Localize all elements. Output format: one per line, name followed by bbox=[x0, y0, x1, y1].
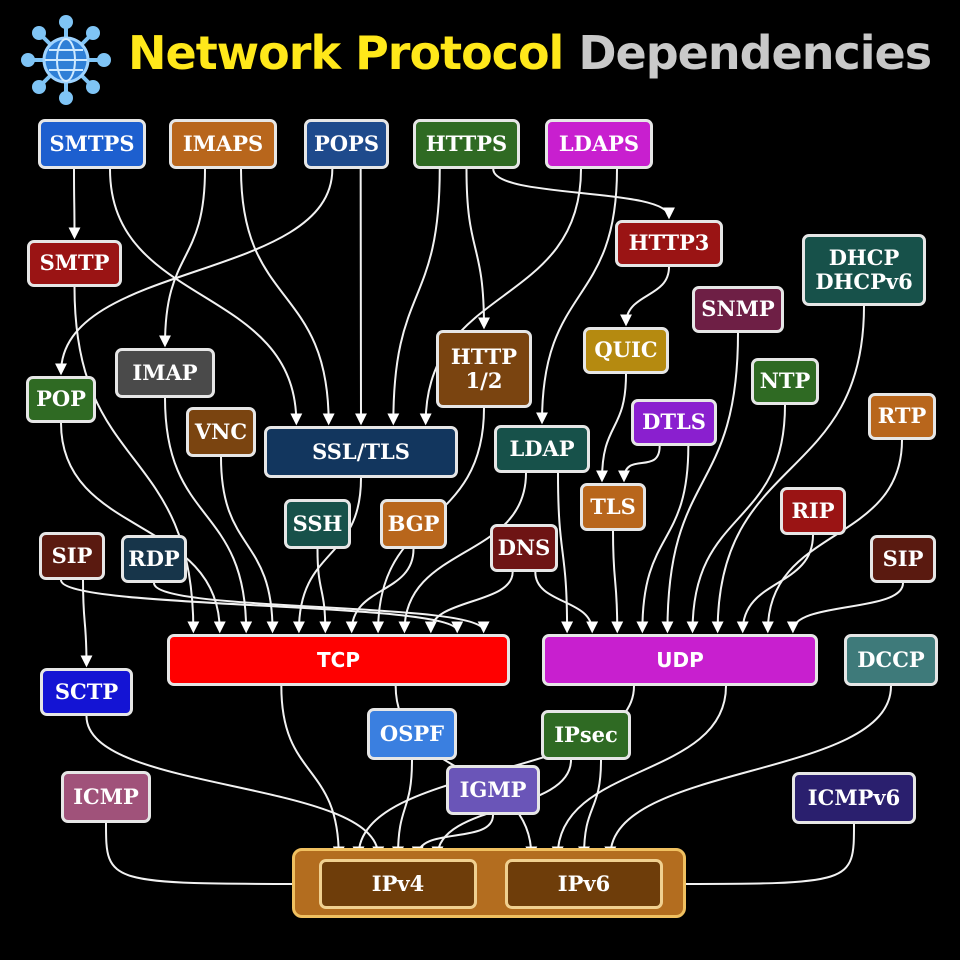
node-rtp: RTP bbox=[868, 393, 936, 440]
node-snmp: SNMP bbox=[692, 286, 784, 333]
arrow-ssh-to-tcp bbox=[316, 548, 332, 634]
node-rip: RIP bbox=[780, 487, 846, 535]
arrow-tcp-to-ipv4 bbox=[280, 685, 345, 859]
arrow-igmp-to-ipv4 bbox=[411, 814, 494, 859]
node-vnc: VNC bbox=[186, 407, 256, 457]
arrow-rip-to-udp bbox=[736, 534, 814, 634]
arrow-dccp-to-ipv6 bbox=[604, 685, 892, 859]
node-icmp: ICMP bbox=[61, 771, 151, 823]
node-dhcp: DHCP DHCPv6 bbox=[802, 234, 926, 306]
arrow-ntp-to-udp bbox=[686, 404, 786, 634]
node-http12: HTTP 1/2 bbox=[436, 330, 532, 408]
title-part-1: Network Protocol bbox=[128, 26, 564, 80]
node-ssh: SSH bbox=[284, 499, 351, 549]
arrow-smtps-to-smtp bbox=[68, 168, 81, 240]
arrow-ldaps-to-ssltls bbox=[419, 168, 582, 426]
node-ssltls: SSL/TLS bbox=[264, 426, 458, 478]
arrow-dtls-to-tls bbox=[618, 445, 661, 483]
node-dtls: DTLS bbox=[631, 399, 717, 446]
globe-network-icon bbox=[21, 15, 111, 105]
node-ipv6: IPv6 bbox=[505, 859, 663, 909]
arrow-dhcp-to-udp bbox=[711, 305, 865, 634]
node-imaps: IMAPS bbox=[169, 119, 277, 169]
arrow-icmpv6-to-ipv6 bbox=[664, 823, 855, 890]
title-part-2: Dependencies bbox=[578, 26, 932, 80]
arrow-ipsec-to-ipv6 bbox=[578, 759, 602, 859]
node-smtps: SMTPS bbox=[38, 119, 146, 169]
arrow-https-to-http12 bbox=[465, 168, 490, 330]
arrow-vnc-to-tcp bbox=[220, 456, 279, 634]
arrow-smtp-to-tcp bbox=[73, 286, 200, 634]
arrow-snmp-to-udp bbox=[661, 332, 739, 634]
arrow-sctp-to-ipv4 bbox=[85, 715, 385, 859]
node-smtp: SMTP bbox=[27, 240, 122, 287]
arrow-dns-to-udp bbox=[534, 571, 599, 634]
node-dns: DNS bbox=[490, 524, 558, 572]
node-pops: POPS bbox=[304, 119, 389, 169]
arrow-rdp-to-tcp bbox=[153, 582, 490, 634]
arrow-pops-to-pop bbox=[55, 168, 334, 376]
arrow-pop-to-tcp bbox=[60, 422, 226, 634]
node-https: HTTPS bbox=[413, 119, 520, 169]
arrow-ldap-to-tcp bbox=[398, 472, 527, 634]
arrow-sip2-to-udp bbox=[786, 582, 904, 634]
node-sip1: SIP bbox=[39, 532, 105, 580]
node-rdp: RDP bbox=[121, 535, 187, 583]
node-sctp: SCTP bbox=[40, 668, 133, 716]
arrow-ldaps-to-ldap bbox=[536, 168, 618, 425]
node-dccp: DCCP bbox=[844, 634, 938, 686]
arrow-imaps-to-imap bbox=[159, 168, 206, 348]
arrow-ldap-to-udp bbox=[557, 472, 574, 634]
node-quic: QUIC bbox=[583, 327, 669, 374]
node-imap: IMAP bbox=[115, 348, 215, 398]
node-ntp: NTP bbox=[751, 358, 819, 405]
arrow-https-to-ssltls bbox=[387, 168, 441, 426]
arrow-imap-to-tcp bbox=[164, 397, 253, 634]
arrow-tls-to-udp bbox=[611, 530, 624, 634]
arrow-quic-to-tls bbox=[596, 373, 627, 483]
node-udp: UDP bbox=[542, 634, 818, 686]
arrow-https-to-http3 bbox=[492, 168, 675, 220]
node-ldaps: LDAPS bbox=[545, 119, 653, 169]
node-tcp: TCP bbox=[167, 634, 510, 686]
page-title: Network Protocol Dependencies bbox=[128, 26, 932, 80]
arrow-smtps-to-ssltls bbox=[109, 168, 303, 426]
node-igmp: IGMP bbox=[446, 765, 540, 815]
node-bgp: BGP bbox=[380, 499, 447, 549]
arrow-icmp-to-ipv4 bbox=[105, 822, 318, 890]
node-ospf: OSPF bbox=[367, 708, 457, 760]
arrow-dtls-to-udp bbox=[636, 445, 690, 634]
arrow-sip1-to-sctp bbox=[80, 579, 93, 668]
arrow-udp-to-ipv6 bbox=[551, 685, 727, 859]
node-icmpv6: ICMPv6 bbox=[792, 772, 916, 824]
node-ldap: LDAP bbox=[494, 425, 590, 473]
arrow-imaps-to-ssltls bbox=[240, 168, 335, 426]
arrow-sip1-to-tcp bbox=[60, 579, 464, 634]
node-tls: TLS bbox=[580, 483, 646, 531]
arrow-dns-to-tcp bbox=[424, 571, 514, 634]
arrow-ssltls-to-tcp bbox=[292, 477, 362, 634]
node-ipsec: IPsec bbox=[541, 710, 631, 760]
node-http3: HTTP3 bbox=[615, 220, 723, 267]
arrow-http3-to-quic bbox=[620, 266, 670, 327]
node-pop: POP bbox=[26, 376, 96, 423]
arrow-rtp-to-udp bbox=[761, 439, 903, 634]
node-ipv4: IPv4 bbox=[319, 859, 477, 909]
arrow-ospf-to-ipv4 bbox=[392, 759, 413, 859]
node-sip2: SIP bbox=[870, 535, 936, 583]
